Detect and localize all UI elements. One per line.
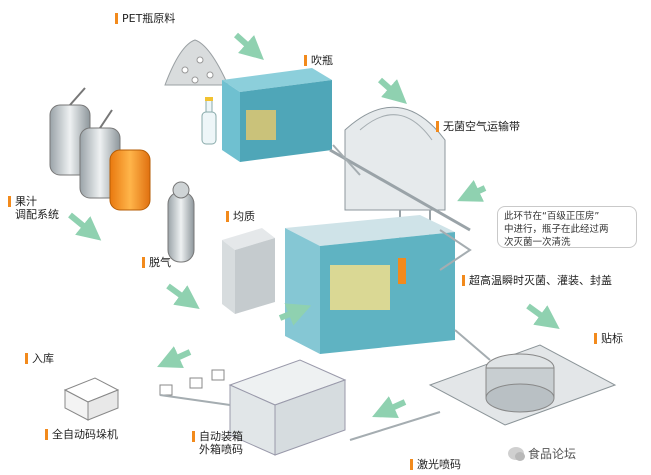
case-packer [228, 359, 347, 456]
label-uht-fill-cap: 超高温瞬时灭菌、灌装、封盖 [462, 274, 612, 287]
cleanroom-note: 此环节在“百级正压房” 中进行，瓶子在此经过两 次灭菌一次清洗 [497, 206, 637, 248]
watermark: 食品论坛 [508, 445, 576, 462]
labeling-machine [428, 344, 617, 426]
label-juice-system: 果汁 调配系统 [8, 195, 59, 221]
label-sterile-air-conveyor: 无菌空气运输带 [436, 120, 520, 133]
label-homogenize: 均质 [226, 210, 255, 223]
label-palletizer: 全自动码垛机 [45, 428, 118, 441]
palletized-boxes [63, 377, 120, 421]
label-labeling: 贴标 [594, 332, 623, 345]
degassing-tank [167, 181, 195, 263]
boxes-on-conveyor [159, 369, 225, 396]
homogenizer [222, 228, 275, 314]
juice-mixing-tanks [49, 87, 151, 211]
label-storage: 入库 [25, 352, 54, 365]
watermark-text: 食品论坛 [528, 447, 577, 461]
pet-pellet-pile [164, 39, 229, 86]
label-blow-bottle: 吹瓶 [304, 54, 333, 67]
blow-molding-machine [222, 68, 332, 162]
label-degas: 脱气 [142, 256, 171, 269]
uht-filling-machine [285, 215, 455, 354]
flow-arrows [68, 32, 560, 418]
sterile-air-conveyor [329, 106, 471, 260]
conveyor-lines [159, 144, 491, 441]
label-pet-material: PET瓶原料 [115, 12, 175, 25]
label-laser-code: 激光喷码 [410, 458, 461, 471]
pet-bottle-icon [201, 97, 217, 145]
wechat-icon [508, 447, 525, 461]
label-auto-case: 自动装箱 外箱喷码 [192, 430, 243, 456]
